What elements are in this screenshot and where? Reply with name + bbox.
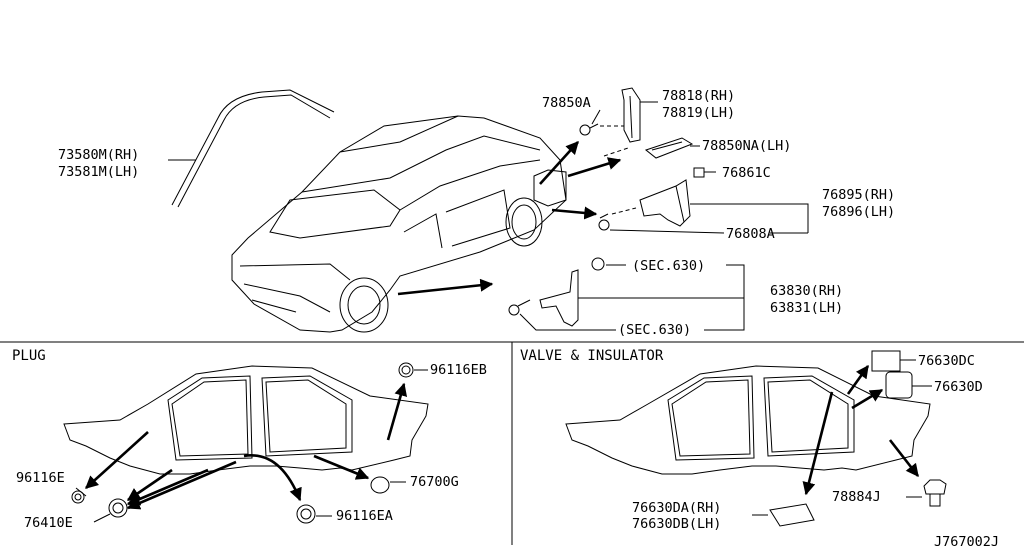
label-78818: 78818(RH) bbox=[662, 88, 735, 104]
mud-guard-63830 bbox=[539, 269, 579, 327]
label-76630d: 76630D bbox=[934, 379, 983, 395]
label-78884j: 78884J bbox=[832, 489, 881, 505]
label-76896: 76896(LH) bbox=[822, 204, 895, 220]
valve-body-shell bbox=[565, 365, 931, 475]
label-76630dc: 76630DC bbox=[918, 353, 975, 369]
diagram-code: J767002J bbox=[934, 534, 999, 550]
label-78819: 78819(LH) bbox=[662, 105, 735, 121]
label-96116ea: 96116EA bbox=[336, 508, 393, 524]
valve-section-title: VALVE & INSULATOR bbox=[520, 348, 664, 364]
label-96116e: 96116E bbox=[16, 470, 65, 486]
plug-icon-96116ea bbox=[296, 504, 316, 524]
label-96116eb: 96116EB bbox=[430, 362, 487, 378]
label-78850na: 78850NA(LH) bbox=[702, 138, 791, 154]
clip-sec630 bbox=[591, 257, 605, 271]
plug-icon-76700g bbox=[370, 476, 390, 494]
plug-icon-76410e bbox=[108, 498, 128, 518]
label-76808a: 76808A bbox=[726, 226, 775, 242]
insulator-icon-76630da bbox=[769, 503, 815, 527]
screw-76808a bbox=[598, 213, 610, 231]
label-76410e: 76410E bbox=[24, 515, 73, 531]
label-76895: 76895(RH) bbox=[822, 187, 895, 203]
label-78850a: 78850A bbox=[542, 95, 591, 111]
plug-section-title: PLUG bbox=[12, 348, 46, 364]
label-63830: 63830(RH) bbox=[770, 283, 843, 299]
mud-guard-76895 bbox=[639, 179, 691, 227]
label-73581m: 73581M(LH) bbox=[58, 164, 139, 180]
label-76861c: 76861C bbox=[722, 165, 771, 181]
label-sec630-bottom: (SEC.630) bbox=[618, 322, 691, 338]
label-sec630-top: (SEC.630) bbox=[632, 258, 705, 274]
insulator-icon-76630d bbox=[885, 371, 913, 399]
label-73580m: 73580M(RH) bbox=[58, 147, 139, 163]
label-76630db: 76630DB(LH) bbox=[632, 516, 721, 532]
protector-78818 bbox=[621, 87, 641, 143]
screw-sec630 bbox=[508, 299, 531, 316]
plug-icon-96116e bbox=[71, 490, 85, 504]
bracket-78850na bbox=[644, 137, 694, 159]
clip-76861c bbox=[693, 167, 705, 178]
label-76700g: 76700G bbox=[410, 474, 459, 490]
car-illustration bbox=[231, 115, 567, 333]
insulator-icon-76630dc bbox=[871, 350, 901, 372]
label-63831: 63831(LH) bbox=[770, 300, 843, 316]
plug-icon-96116eb bbox=[398, 362, 414, 378]
drip-molding-strip bbox=[171, 89, 335, 208]
clip-78850a bbox=[579, 123, 599, 136]
valve-icon-78884j bbox=[923, 479, 947, 507]
label-76630da: 76630DA(RH) bbox=[632, 500, 721, 516]
